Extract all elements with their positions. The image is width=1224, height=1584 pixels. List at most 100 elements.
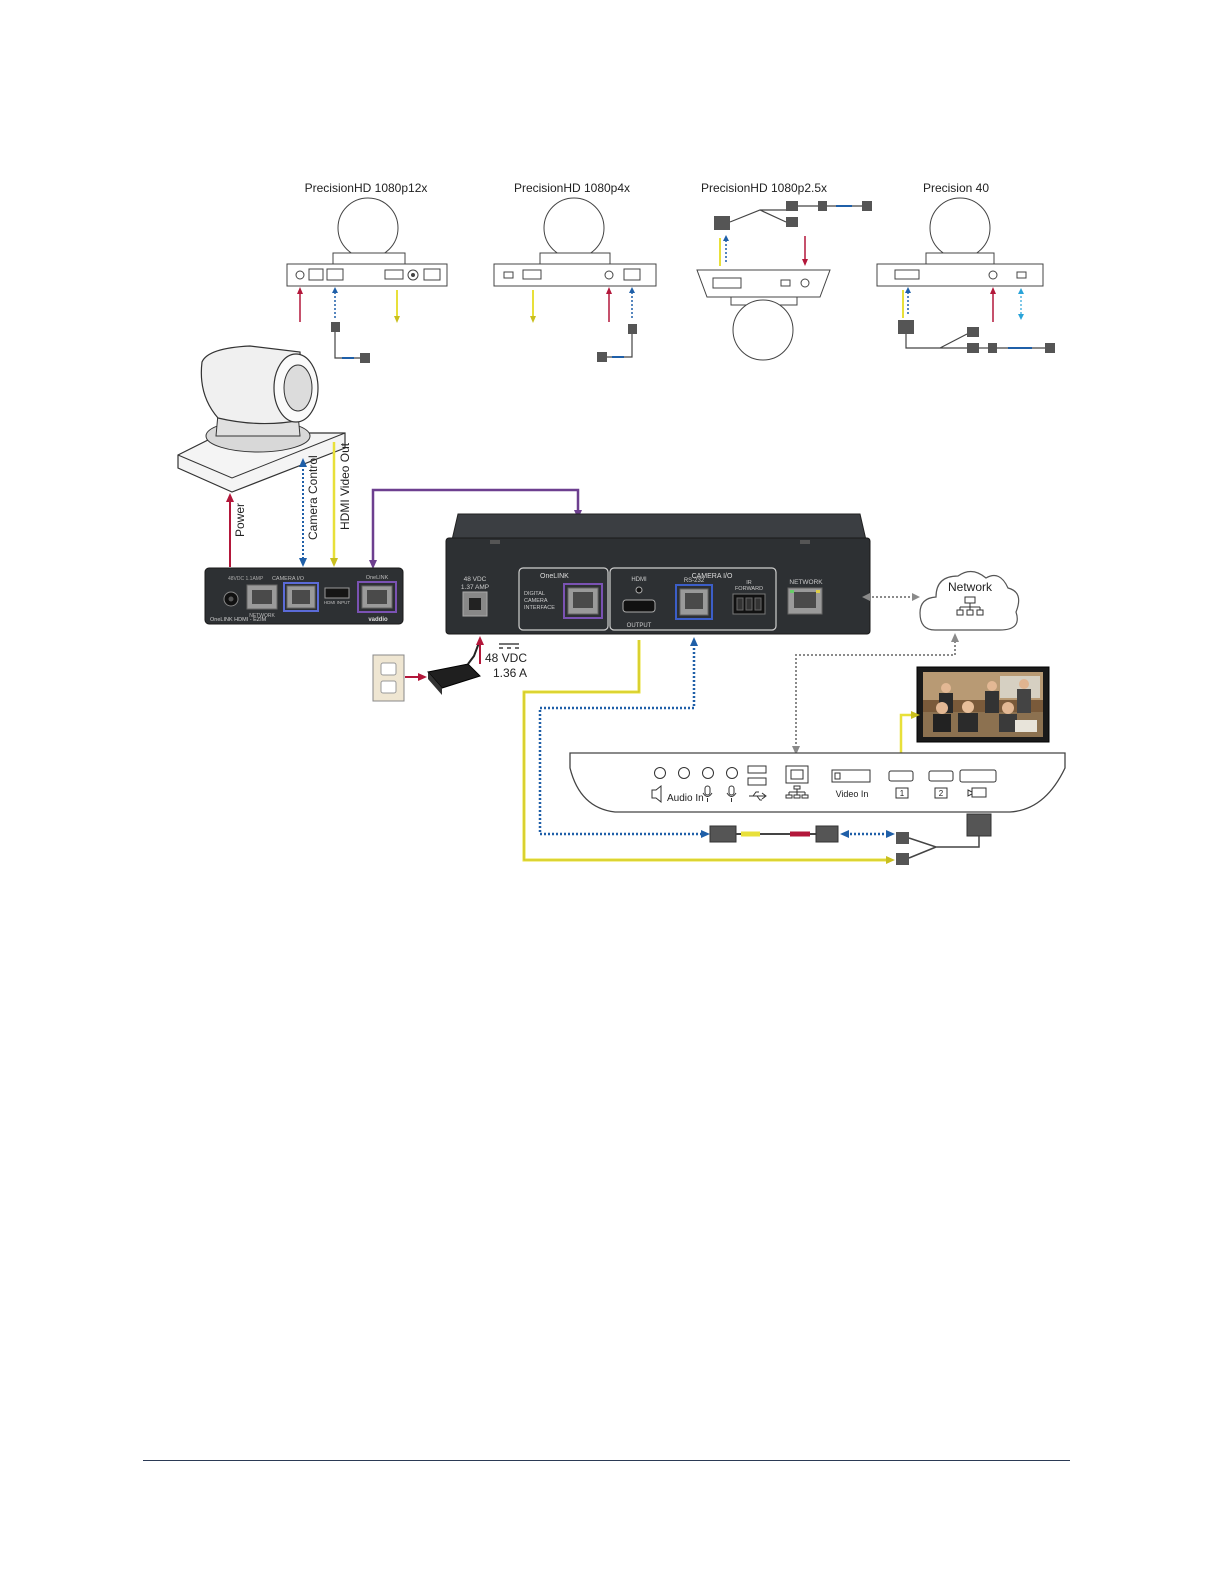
camera-head <box>337 197 399 259</box>
hdmi-port-icon <box>894 269 920 280</box>
bridge-ir-label-2: FORWARD <box>735 586 763 592</box>
activity-led-icon <box>816 590 820 593</box>
hdmi-port-icon <box>384 269 404 280</box>
connector-icon <box>360 353 370 363</box>
hdmi-output-port-icon <box>622 599 656 613</box>
bridge-ir-label-1: IR <box>746 580 752 586</box>
adapter-cable <box>905 333 968 349</box>
link-led-icon <box>790 590 794 593</box>
arrowhead-icon <box>1018 314 1024 320</box>
camera-neck <box>925 252 995 265</box>
usb-port-icon <box>1016 271 1027 279</box>
person-figure <box>987 681 997 691</box>
power-label: Power <box>233 503 247 537</box>
camera-label: PrecisionHD 1080p12x <box>305 181 428 195</box>
rj45-socket-icon <box>685 593 703 609</box>
connector-icon <box>862 201 872 211</box>
ir-terminal-pin-icon <box>754 597 762 611</box>
arrowhead-icon <box>690 637 698 646</box>
person-figure <box>958 713 978 732</box>
arrowhead-icon <box>792 746 800 755</box>
network-cloud: Network <box>919 570 1020 631</box>
network-symbol-icon <box>785 794 793 799</box>
connector-icon <box>967 343 979 353</box>
main-ptz-camera <box>177 345 346 493</box>
arrowhead-icon <box>226 493 234 502</box>
ezim-hdmi-label: HDMI INPUT <box>324 600 350 605</box>
adapter-connector-icon <box>709 825 737 843</box>
power-port-center-icon <box>228 596 234 602</box>
camera-symbol-icon <box>971 787 987 798</box>
adapter-cable <box>607 334 633 358</box>
dvi-pin-icon <box>834 772 841 780</box>
microphone-icon <box>704 785 711 796</box>
camera-base <box>696 269 831 298</box>
network-symbol-icon <box>801 794 809 799</box>
connector-icon <box>331 322 340 332</box>
arrowhead-icon <box>911 711 920 719</box>
adapter-connector-icon <box>815 825 839 843</box>
power-port-icon <box>988 270 998 280</box>
power-brick-side <box>428 672 442 695</box>
video-in-label: Video In <box>836 789 869 799</box>
hdmi-video-label: HDMI Video Out <box>338 442 352 530</box>
arrowhead-icon <box>629 287 635 293</box>
output-2-label: 2 <box>939 789 944 798</box>
network-topology-icon <box>976 609 984 616</box>
camera-mount-edge <box>177 432 346 479</box>
display-number-icon <box>895 787 909 799</box>
outlet-socket-icon <box>380 680 397 694</box>
codec-camera-cable <box>908 836 980 859</box>
arrowhead-icon <box>990 287 996 294</box>
camera-head <box>543 197 605 259</box>
camera-precision-40: Precision 40 <box>876 181 1055 353</box>
camera-label: Precision 40 <box>923 181 989 195</box>
power-port-icon <box>469 598 481 610</box>
person-figure <box>936 702 948 714</box>
usb-symbol-icon <box>749 791 767 801</box>
led-indicator-icon <box>635 586 643 594</box>
onelink-port-highlight <box>563 583 603 619</box>
network-symbol-icon <box>793 785 801 790</box>
power-supply: 48 VDC 1.36 A <box>372 636 527 702</box>
ezim-model-label: OneLINK HDMI - EZIM <box>210 617 267 623</box>
person-figure <box>1002 702 1014 714</box>
bridge-hdmi-label: HDMI <box>631 577 647 583</box>
connector-icon <box>597 352 607 362</box>
audio-jack-icon <box>726 767 738 779</box>
dci-label-3: INTERFACE <box>524 605 555 611</box>
arrowhead-icon <box>886 856 895 864</box>
usb-port-icon <box>747 777 767 786</box>
display-monitor <box>916 666 1050 743</box>
dvi-port-icon <box>831 769 871 783</box>
ethernet-socket-icon <box>790 769 804 780</box>
cloud-icon <box>919 570 1020 631</box>
connector-icon <box>898 320 914 334</box>
codec-camera-connector <box>966 813 992 837</box>
microphone-icon <box>728 785 735 796</box>
camera-lens-inner-icon <box>283 364 313 412</box>
arrowhead-icon <box>530 316 536 323</box>
rj45-port-icon <box>326 268 344 281</box>
vaddio-logo: vaddio <box>368 617 388 623</box>
bridge-foot <box>490 540 500 544</box>
bridge-output-label: OUTPUT <box>627 623 652 629</box>
audio-in-label: Audio In <box>667 793 704 804</box>
connector-icon <box>628 324 637 334</box>
person-figure <box>933 714 951 732</box>
rj45-port-icon <box>623 268 641 281</box>
network-topology-icon <box>959 603 981 610</box>
screen-papers <box>1015 720 1037 732</box>
bridge-rs232-label: RS-232 <box>684 578 705 584</box>
audio-jack-icon <box>654 767 666 779</box>
rs232-control-cable <box>538 644 703 836</box>
wall-outlet-icon <box>372 654 405 702</box>
arrowhead-icon <box>297 287 303 294</box>
camera-1080p4x: PrecisionHD 1080p4x <box>493 181 657 362</box>
microphone-icon <box>726 792 737 802</box>
hdmi-output-port-icon <box>928 770 954 782</box>
arrowhead-icon <box>912 593 920 601</box>
arrowhead-icon <box>476 636 484 645</box>
power-cord <box>467 639 481 665</box>
